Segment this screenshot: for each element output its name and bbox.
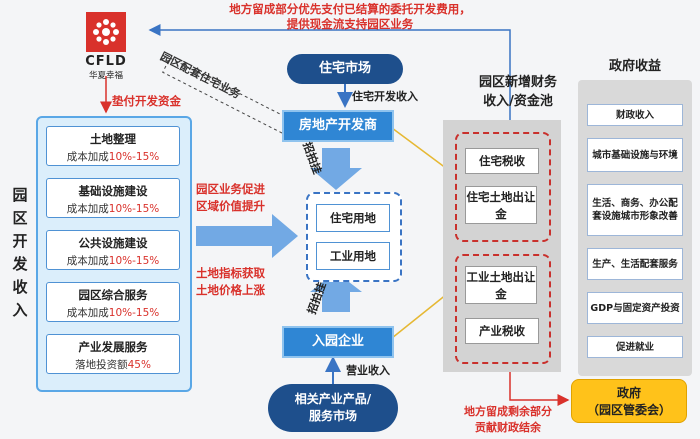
item-industry-development: 产业发展服务 落地投资额45% — [46, 334, 180, 374]
park-enterprise: 入园企业 — [282, 326, 394, 358]
item-prefix: 成本加成 — [66, 151, 109, 163]
item-title: 产业发展服务 — [78, 340, 148, 354]
logo-cn-name: 华夏幸福 — [88, 71, 123, 81]
item-prefix: 成本加成 — [66, 203, 109, 215]
government-income-title: 政府收益 — [608, 59, 661, 74]
bottom-note: 地方留成剩余部分 贡献财政结余 — [453, 404, 563, 436]
residential-land-fee: 住宅土地出让金 — [465, 186, 537, 224]
item-pct: 10%-15% — [108, 307, 160, 319]
government-line1: 政府 — [616, 386, 641, 400]
residential-land: 住宅用地 — [316, 204, 390, 232]
government-line2: （园区管委会） — [586, 403, 671, 417]
industrial-land-fee: 工业土地出让金 — [465, 266, 537, 304]
gov-gdp: GDP与固定资产投资 — [587, 292, 683, 324]
real-estate-developer: 房地产开发商 — [282, 110, 394, 142]
industrial-land: 工业用地 — [316, 242, 390, 270]
feedback-line — [148, 24, 511, 120]
item-detail: 成本加成10%-15% — [47, 149, 179, 164]
item-title: 园区综合服务 — [78, 288, 148, 302]
industrial-tax: 产业税收 — [465, 318, 539, 344]
item-land-preparation: 土地整理 成本加成10%-15% — [46, 126, 180, 166]
gov-fiscal-revenue: 财政收入 — [587, 104, 683, 126]
industry-market-line2: 服务市场 — [308, 409, 357, 423]
pool-title-line2: 收入/资金池 — [483, 94, 553, 109]
item-title: 土地整理 — [90, 132, 136, 146]
item-prefix: 成本加成 — [66, 307, 109, 319]
gov-infrastructure: 城市基础设施与环境 — [587, 138, 683, 172]
value-promotion-line1: 园区业务促进 — [196, 182, 265, 196]
item-pct: 10%-15% — [108, 203, 160, 215]
pool-to-government-line — [509, 372, 570, 406]
item-comprehensive-service: 园区综合服务 成本加成10%-15% — [46, 282, 180, 322]
item-prefix: 落地投资额 — [75, 359, 128, 371]
value-promotion-text: 园区业务促进 区域价值提升 — [196, 181, 265, 215]
item-detail: 成本加成10%-15% — [47, 253, 179, 268]
top-note-line1: 地方留成部分优先支付已结算的委托开发费用， — [229, 2, 471, 16]
residential-revenue-group: 住宅税收 住宅土地出让金 — [455, 132, 551, 242]
top-note: 地方留成部分优先支付已结算的委托开发费用， 提供现金流支持园区业务 — [170, 2, 530, 32]
park-development-income-title: 园区开发收入 — [12, 186, 28, 319]
gov-facilities: 生活、商务、办公配套设施城市形象改善 — [587, 184, 683, 236]
flower-logo-icon — [86, 12, 126, 52]
bottom-note-line1: 地方留成剩余部分 — [464, 405, 552, 418]
bid-arrow-bottom — [310, 272, 362, 312]
government-box: 政府 （园区管委会） — [571, 379, 687, 423]
fund-pool: 住宅税收 住宅土地出让金 工业土地出让金 产业税收 — [443, 120, 561, 372]
item-pct: 10%-15% — [108, 255, 160, 267]
housing-income-label: 住宅开发收入 — [352, 90, 418, 103]
item-public-facilities: 公共设施建设 成本加成10%-15% — [46, 230, 180, 270]
residential-tax: 住宅税收 — [465, 148, 539, 174]
land-price-text: 土地指标获取 土地价格上涨 — [196, 265, 265, 299]
government-income-panel: 财政收入 城市基础设施与环境 生活、商务、办公配套设施城市形象改善 生产、生活配… — [578, 80, 692, 376]
item-infrastructure: 基础设施建设 成本加成10%-15% — [46, 178, 180, 218]
land-group: 住宅用地 工业用地 — [306, 192, 402, 282]
pool-title: 园区新增财务 收入/资金池 — [458, 73, 578, 111]
industry-market: 相关产业产品/ 服务市场 — [268, 384, 398, 432]
bid-arrow-top — [310, 148, 362, 190]
cfld-logo: CFLD 华夏幸福 — [78, 12, 134, 81]
land-price-line1: 土地指标获取 — [196, 266, 265, 280]
operating-income-label: 营业收入 — [346, 364, 390, 377]
item-detail: 成本加成10%-15% — [47, 305, 179, 320]
promote-arrow — [196, 214, 298, 258]
pool-title-line1: 园区新增财务 — [478, 75, 557, 90]
item-detail: 落地投资额45% — [47, 357, 179, 372]
top-note-line2: 提供现金流支持园区业务 — [286, 17, 414, 31]
industry-market-line1: 相关产业产品/ — [294, 392, 372, 406]
item-title: 公共设施建设 — [78, 236, 148, 250]
advance-label: 垫付开发资金 — [112, 94, 181, 108]
industrial-revenue-group: 工业土地出让金 产业税收 — [455, 254, 551, 364]
item-title: 基础设施建设 — [78, 184, 148, 198]
item-pct: 45% — [127, 359, 151, 371]
bottom-note-line2: 贡献财政结余 — [475, 421, 541, 434]
gov-employment: 促进就业 — [587, 336, 683, 358]
housing-market: 住宅市场 — [287, 54, 403, 84]
value-promotion-line2: 区域价值提升 — [196, 199, 265, 213]
item-detail: 成本加成10%-15% — [47, 201, 179, 216]
item-prefix: 成本加成 — [66, 255, 109, 267]
gov-services: 生产、生活配套服务 — [587, 248, 683, 280]
logo-brand: CFLD — [85, 54, 127, 69]
item-pct: 10%-15% — [108, 151, 160, 163]
land-price-line2: 土地价格上涨 — [196, 283, 265, 297]
park-development-panel: 土地整理 成本加成10%-15% 基础设施建设 成本加成10%-15% 公共设施… — [36, 116, 192, 392]
